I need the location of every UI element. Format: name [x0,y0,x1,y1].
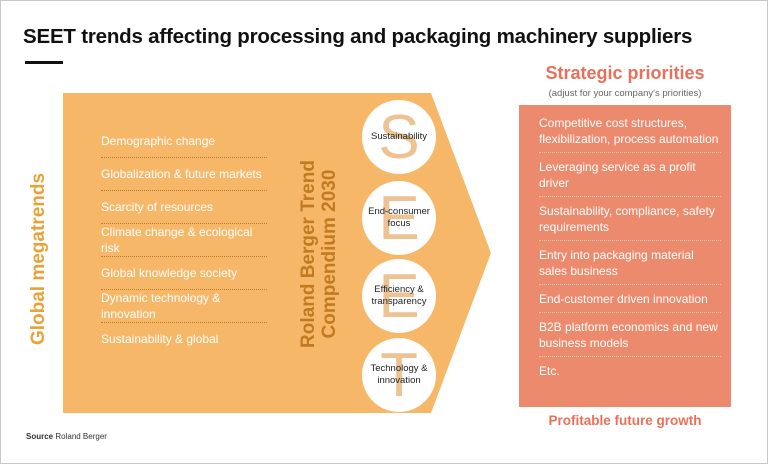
megatrends-list: Demographic change Globalization & futur… [101,125,267,355]
source-value: Roland Berger [55,432,107,441]
seet-circle-e1: E End-consumer focus [362,181,436,255]
compendium-title: Roland Berger Trend Compendium 2030 [298,160,340,348]
compendium-line-1: Roland Berger Trend [298,160,319,348]
seet-letter-s: S [378,102,420,172]
title-underline [25,61,63,64]
megatrends-label: Global megatrends [28,172,49,346]
strategic-priorities-title: Strategic priorities [545,63,705,83]
seet-label-end-consumer: End-consumer focus [368,206,430,229]
list-item: Competitive cost structures, flexibiliza… [539,114,721,153]
list-item: Global knowledge society [101,257,267,290]
seet-label-sustainability: Sustainability [371,131,427,142]
trend-arrow [63,93,491,413]
seet-label-technology: Technology & innovation [370,363,428,386]
page-title: SEET trends affecting processing and pac… [23,25,693,48]
compendium-line-2: Compendium 2030 [319,169,340,339]
list-item: Demographic change [101,125,267,158]
list-item: Sustainability & global [101,332,219,346]
list-item: Leveraging service as a profit driver [539,158,721,197]
seet-circle-s: S Sustainability [362,100,436,174]
list-item: End-customer driven innovation [539,290,721,313]
source-note: Source Roland Berger [26,432,107,441]
source-label: Source [26,432,54,441]
strategic-priorities-list: Competitive cost structures, flexibiliza… [539,114,721,389]
seet-letter-t: T [380,340,418,410]
strategic-priorities-subtitle: (adjust for your company's priorities) [548,88,702,99]
seet-circle-e2: E Efficiency & transparency [362,259,436,333]
seet-circle-t: T Technology & innovation [362,338,436,412]
strategic-priorities-footer: Profitable future growth [548,413,702,428]
list-item: Sustainability, compliance, safety requi… [539,202,721,241]
list-item: Entry into packaging material sales busi… [539,246,721,285]
list-item: Globalization & future markets [101,158,267,191]
list-item: B2B platform economics and new business … [539,318,721,357]
seet-letter-e1: E [378,183,420,253]
seet-letter-e2: E [378,261,420,331]
list-item: Etc. [539,364,560,378]
seet-label-efficiency: Efficiency & transparency [371,284,427,307]
list-item: Climate change & ecological risk [101,224,267,257]
list-item: Dynamic technology & innovation [101,290,267,323]
list-item: Scarcity of resources [101,191,267,224]
